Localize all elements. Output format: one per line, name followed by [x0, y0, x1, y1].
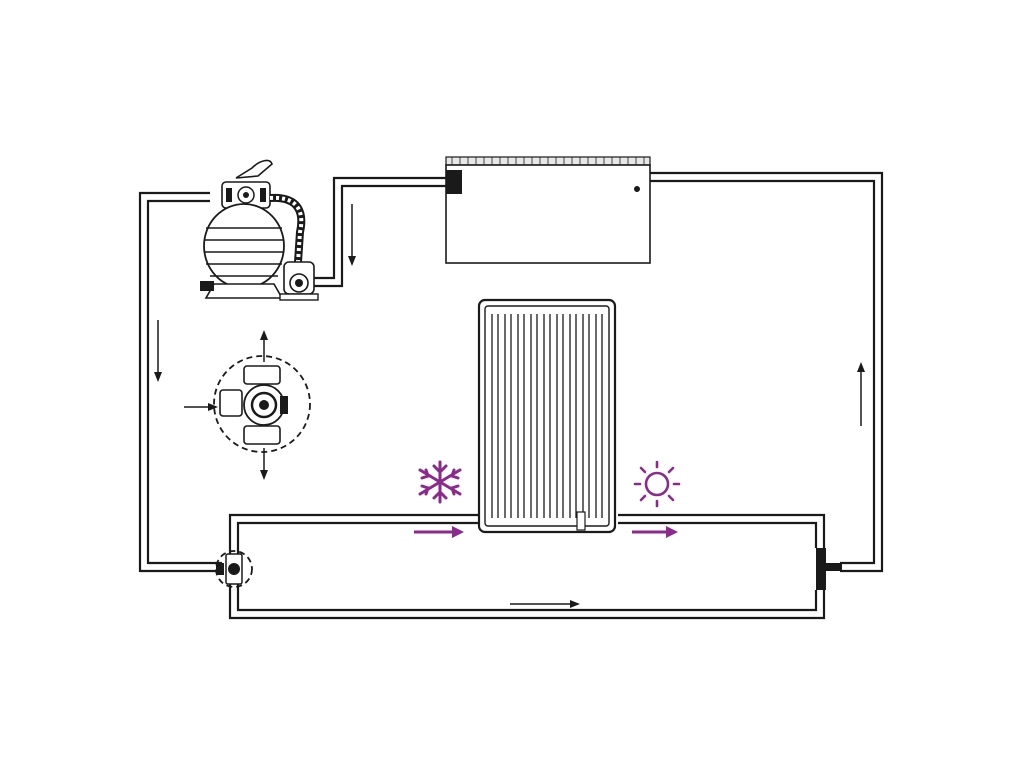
return-fitting	[816, 548, 842, 590]
solar-collector	[477, 298, 617, 534]
pool-inlet-nozzle	[634, 186, 640, 192]
warm-flow-arrow	[632, 526, 678, 538]
pipe-upper-branch	[228, 513, 480, 556]
pipe-pump-to-pool	[314, 176, 446, 288]
pipe-solar-out	[618, 513, 826, 548]
pipe-filter-to-valve	[138, 191, 222, 573]
pipe-bypass	[228, 582, 826, 620]
pipe-network	[138, 171, 884, 620]
bypass-valve	[215, 550, 253, 588]
pool	[445, 156, 651, 264]
snowflake-icon	[418, 460, 462, 504]
three-way-valve-detail	[184, 330, 311, 480]
sand-filter-pump	[200, 159, 319, 301]
flow-arrows	[154, 204, 865, 608]
sun-icon	[633, 460, 681, 508]
pipe-pool-to-return	[650, 171, 884, 573]
collector-tubes	[491, 314, 603, 518]
pool-rim-pattern	[451, 157, 645, 165]
cold-flow-arrow	[414, 526, 464, 538]
pool-skimmer	[446, 170, 462, 194]
pool-basin	[445, 164, 651, 264]
